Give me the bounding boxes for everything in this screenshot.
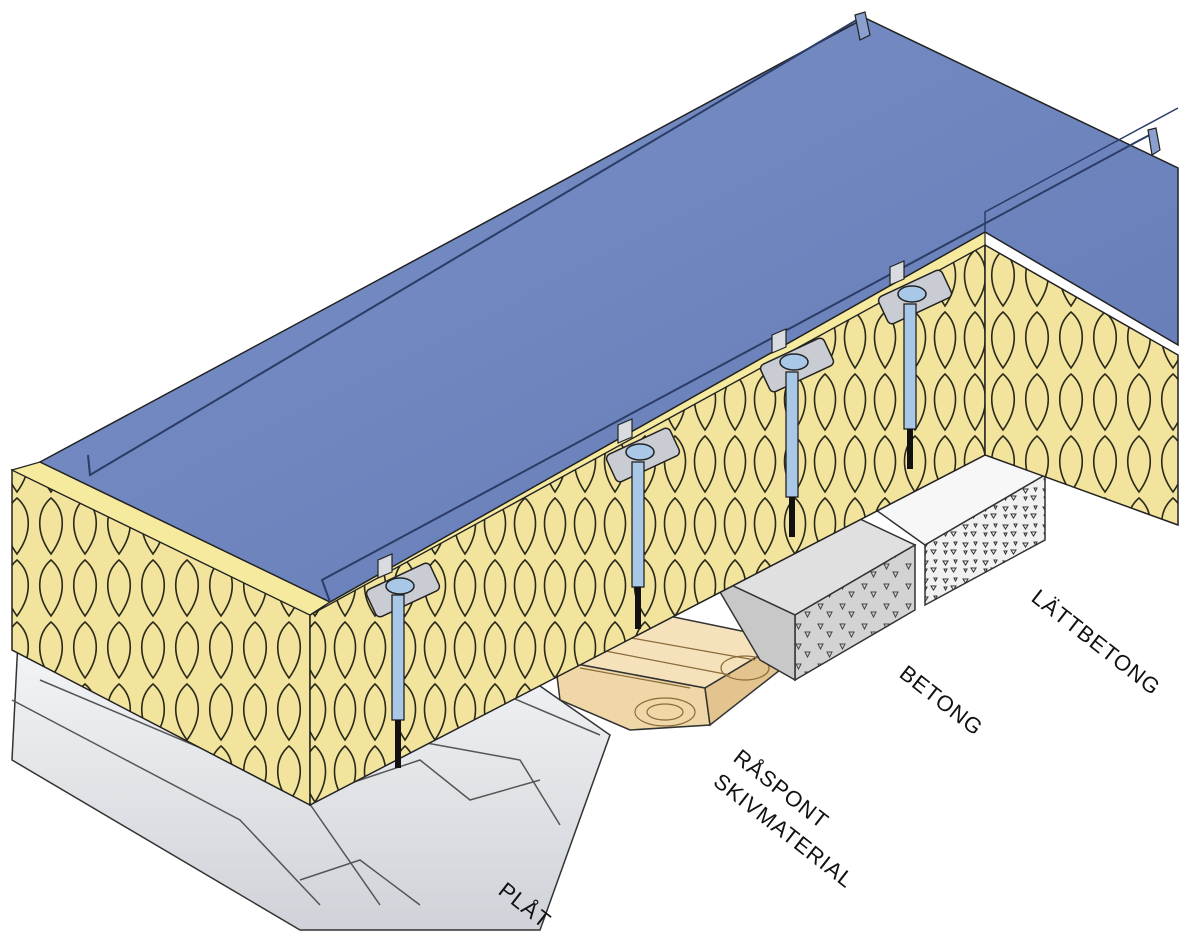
- fastener-4: [877, 260, 953, 469]
- label-lattbetong: LÄTTBETONG: [1027, 584, 1166, 700]
- fastener-2: [605, 418, 681, 629]
- concrete-block: [708, 499, 917, 682]
- label-betong: BETONG: [895, 660, 988, 740]
- fastener-1: [365, 553, 441, 768]
- roof-membrane: [38, 11, 1179, 603]
- fastener-3: [759, 328, 835, 537]
